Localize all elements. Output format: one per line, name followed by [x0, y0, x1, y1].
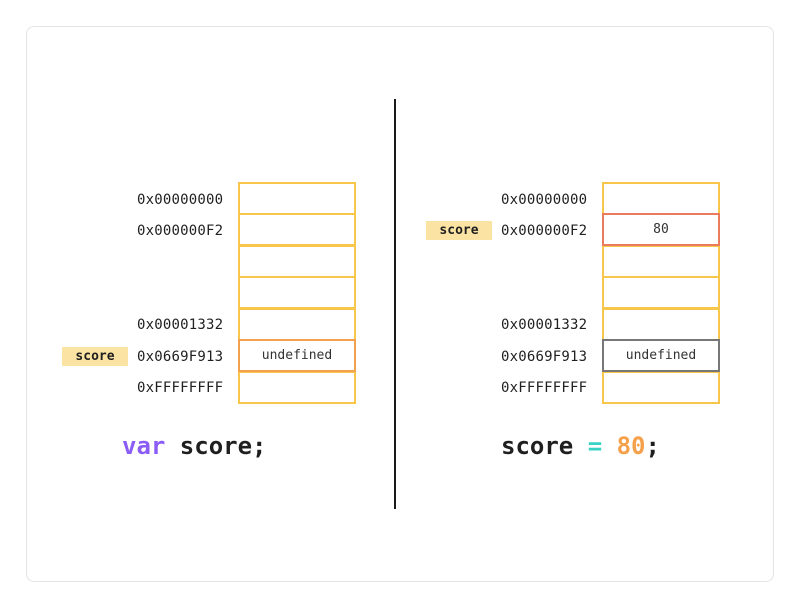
code-statement: score = 80;	[501, 431, 660, 461]
address-label: 0xFFFFFFFF	[501, 380, 588, 396]
panel-divider	[394, 99, 396, 509]
code-rest: score;	[165, 432, 267, 460]
memory-cell	[238, 245, 356, 278]
memory-cell	[602, 245, 720, 278]
memory-cell	[602, 371, 720, 404]
memory-cell	[602, 182, 720, 215]
address-label: 0x00000000	[501, 192, 588, 208]
memory-cell-old-value: undefined	[602, 339, 720, 372]
memory-cell	[238, 213, 356, 246]
code-end: ;	[645, 432, 660, 460]
variable-tag: score	[426, 221, 492, 240]
memory-cell	[238, 308, 356, 341]
address-label: 0x000000F2	[137, 223, 224, 239]
memory-cell	[238, 276, 356, 309]
address-label: 0x0669F913	[137, 349, 224, 365]
code-operator: =	[587, 432, 603, 460]
memory-cell	[238, 371, 356, 404]
memory-cell-highlighted: undefined	[238, 339, 356, 372]
memory-cell	[602, 276, 720, 309]
address-label: 0xFFFFFFFF	[137, 380, 224, 396]
address-label: 0x00001332	[501, 317, 588, 333]
address-label: 0x00000000	[137, 192, 224, 208]
address-label: 0x0669F913	[501, 349, 588, 365]
variable-tag: score	[62, 347, 128, 366]
memory-cell-new-value: 80	[602, 213, 720, 246]
memory-cell	[238, 182, 356, 215]
code-variable: score	[501, 432, 574, 460]
code-statement: var score;	[122, 431, 267, 461]
address-label: 0x000000F2	[501, 223, 588, 239]
address-label: 0x00001332	[137, 317, 224, 333]
code-number: 80	[616, 432, 646, 460]
memory-cell	[602, 308, 720, 341]
code-keyword: var	[122, 432, 166, 460]
